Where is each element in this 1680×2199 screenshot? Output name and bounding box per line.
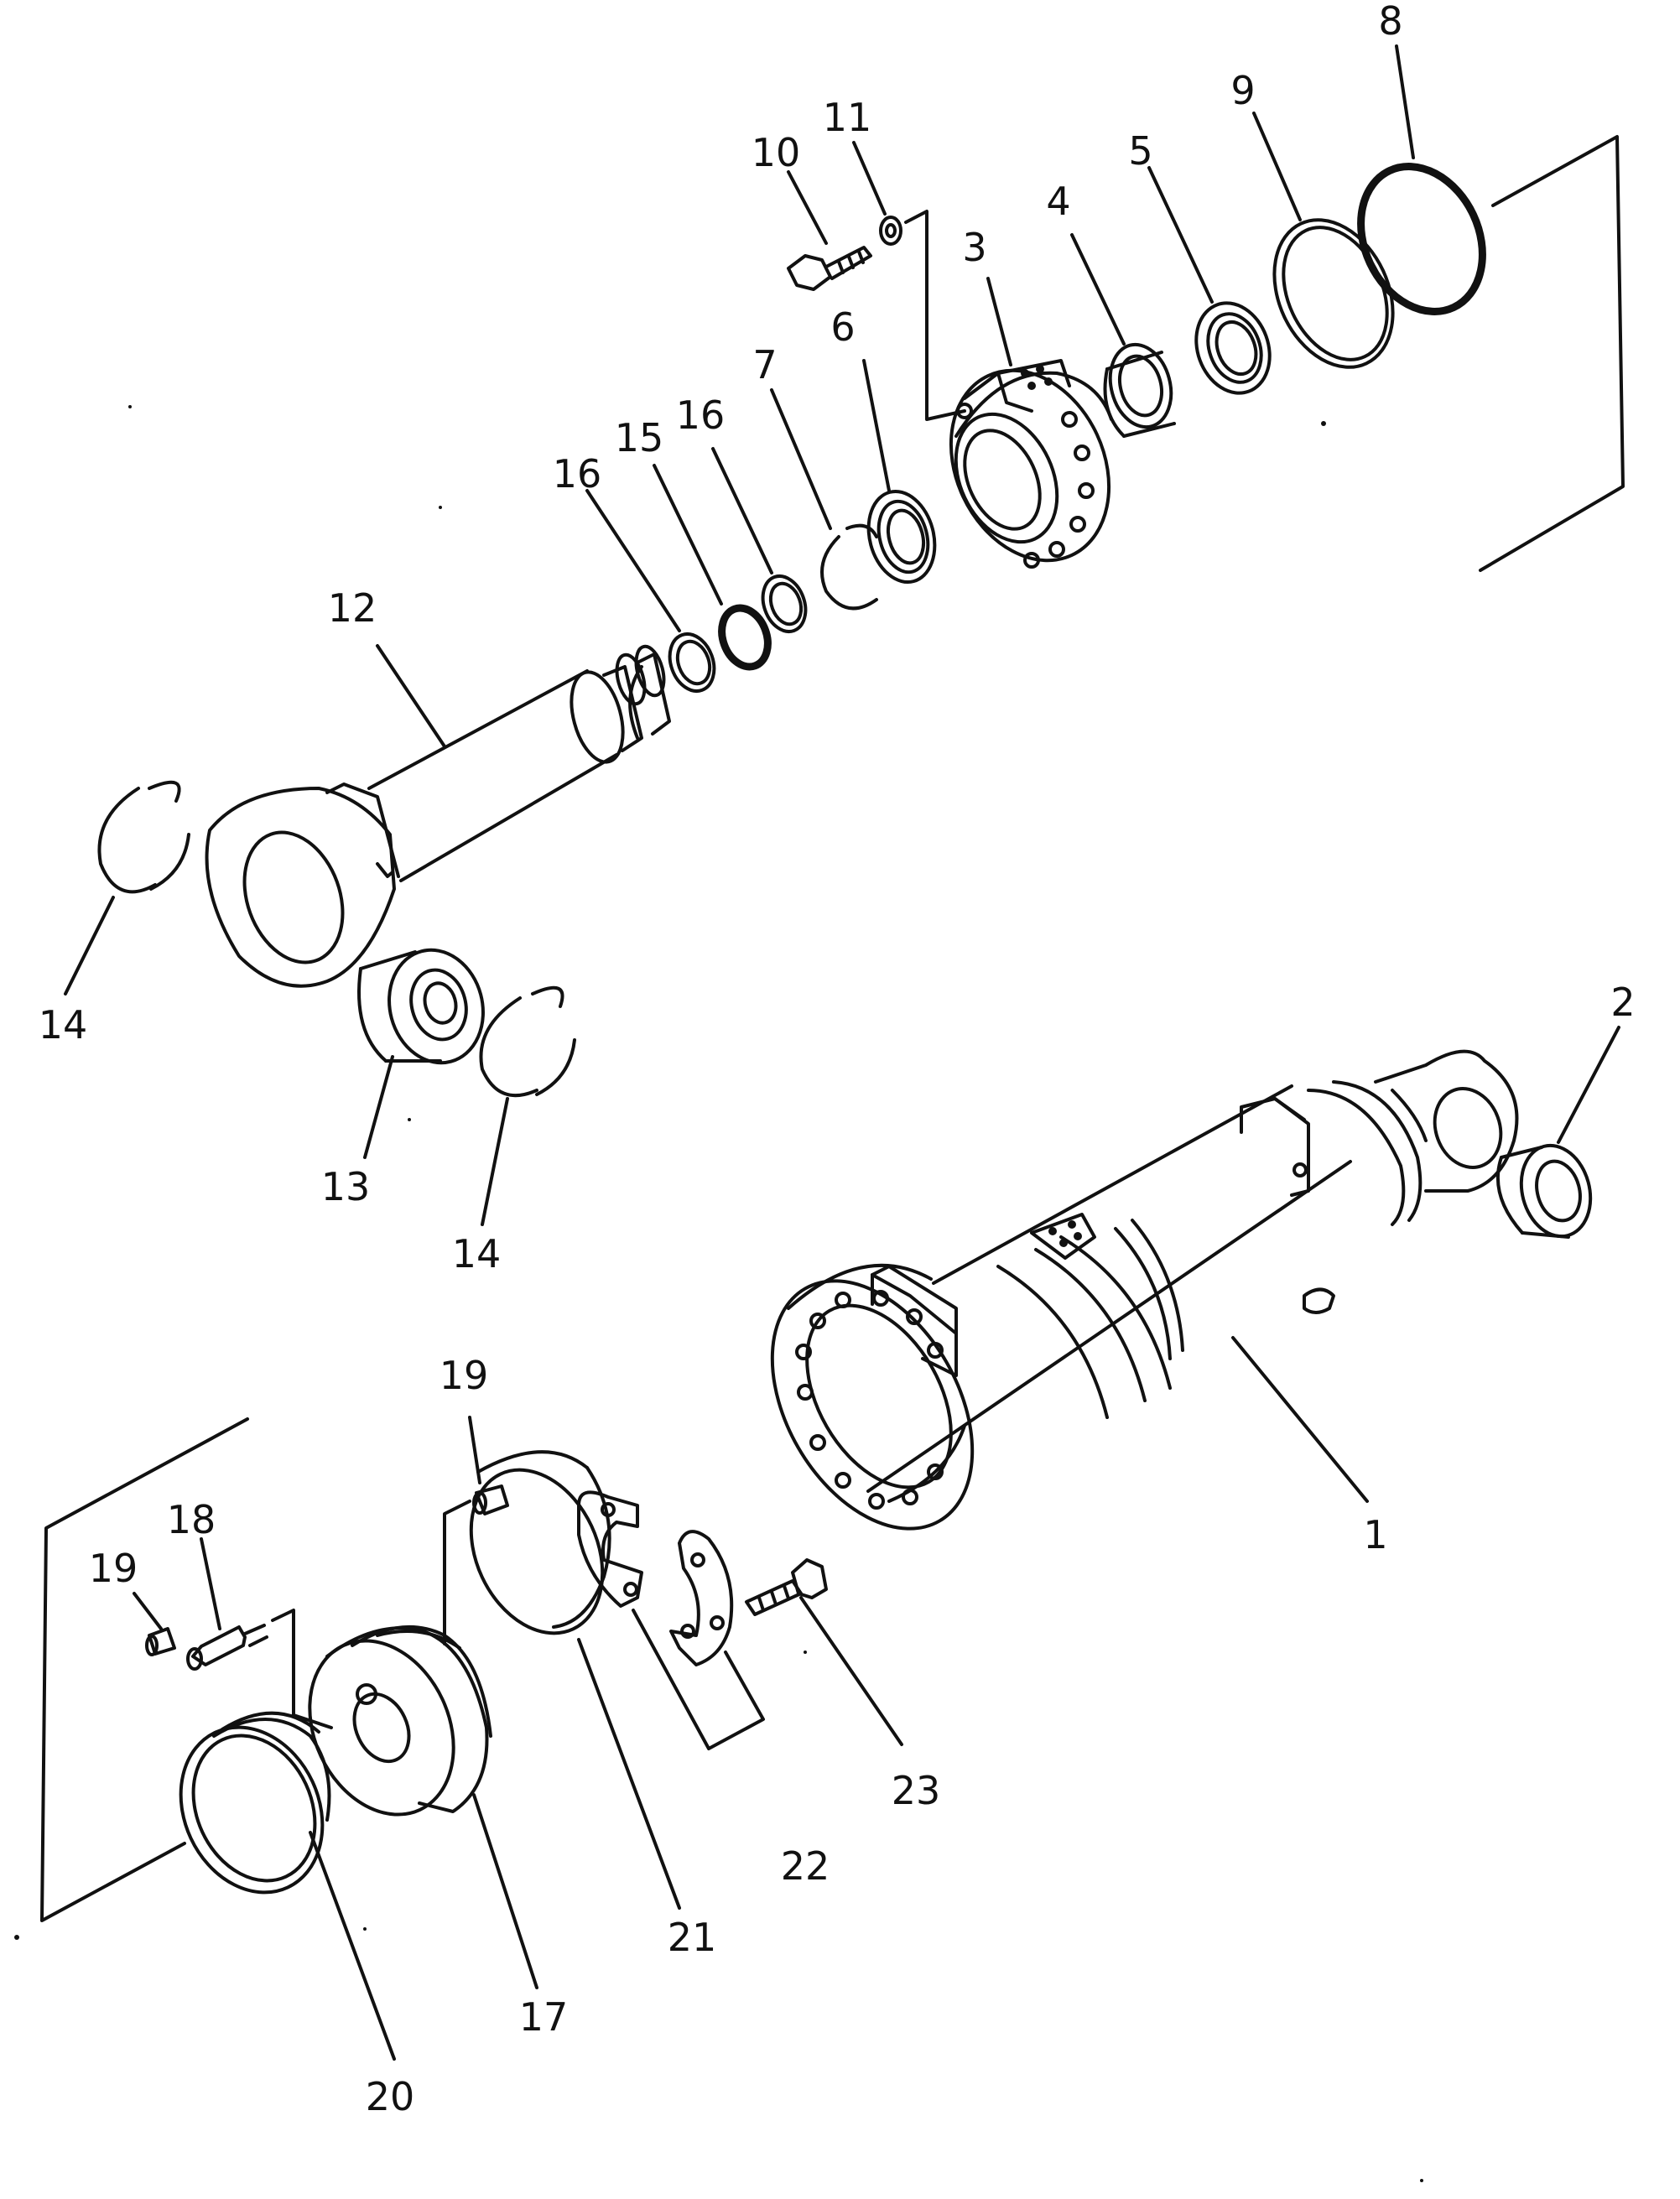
leader-lines: [64, 44, 1620, 2061]
part-split-ring-a: [577, 1490, 643, 1608]
part-ring-16a: [668, 632, 716, 693]
part-wear-ring: [179, 1711, 331, 1895]
callout-17: 17: [519, 1994, 569, 2040]
scan-specks: [14, 405, 1423, 2182]
part-spacer: [469, 1450, 611, 1635]
part-bushing-4: [1103, 342, 1176, 438]
callout-14-right: 14: [452, 1231, 502, 1276]
part-snap-ring-14b: [479, 985, 576, 1098]
callout-15: 15: [615, 415, 664, 460]
part-plug-19a: [145, 1627, 176, 1656]
callout-6: 6: [830, 304, 855, 350]
callout-13: 13: [321, 1164, 371, 1209]
part-snap-ring-14a: [97, 780, 190, 894]
part-packing-5: [1194, 301, 1272, 395]
callout-20: 20: [366, 2074, 415, 2119]
callout-1: 1: [1363, 1512, 1387, 1557]
callout-5: 5: [1128, 128, 1152, 174]
callout-22: 22: [781, 1843, 830, 1889]
part-cylinder-tube: [770, 1049, 1519, 1531]
callout-14-left: 14: [39, 1002, 88, 1048]
callout-8: 8: [1378, 0, 1402, 44]
leader-bracket-22: [632, 1609, 765, 1750]
leader-bracket-19: [443, 1500, 471, 1645]
part-bolt-23: [745, 1558, 828, 1616]
leader-bracket-8-9: [1479, 135, 1625, 572]
callout-21: 21: [668, 1915, 717, 1960]
callout-18: 18: [167, 1497, 216, 1542]
part-washer-11: [879, 216, 902, 246]
callout-23: 23: [892, 1768, 941, 1813]
leader-bracket-left: [40, 1417, 249, 1922]
leader-bracket-10-11: [904, 210, 966, 421]
callout-7: 7: [752, 342, 777, 387]
callout-16-left: 16: [553, 451, 602, 496]
part-ring-16b: [761, 574, 808, 633]
part-ring-15: [718, 604, 772, 671]
callout-19-left: 19: [89, 1546, 138, 1591]
callout-labels: 1 2 3 4 5 6 7 8 9 10 11 12 13 14 14 15 1…: [39, 0, 1636, 2119]
part-cylinder-head: [949, 359, 1113, 569]
callout-9: 9: [1230, 68, 1255, 113]
callout-12: 12: [328, 585, 377, 631]
part-plug-19b: [472, 1484, 509, 1515]
part-piston-rod: [205, 644, 671, 988]
part-packing-6: [866, 489, 937, 585]
part-bolt-10: [787, 246, 872, 291]
leader-bracket-18: [271, 1609, 333, 1729]
callout-16-right: 16: [676, 392, 726, 438]
part-valve: [186, 1624, 268, 1671]
part-backup-ring-9: [1272, 218, 1395, 369]
callout-2: 2: [1610, 980, 1635, 1025]
callout-10: 10: [752, 130, 801, 175]
part-split-ring-b: [669, 1530, 734, 1666]
part-o-ring-8: [1357, 163, 1486, 315]
callout-11: 11: [823, 95, 872, 140]
part-bushing-13: [357, 948, 485, 1065]
part-snap-ring-7: [820, 523, 878, 611]
callout-3: 3: [962, 225, 986, 270]
part-bushing: [1495, 1143, 1593, 1239]
callout-19-top: 19: [440, 1353, 489, 1398]
callout-4: 4: [1046, 179, 1070, 224]
